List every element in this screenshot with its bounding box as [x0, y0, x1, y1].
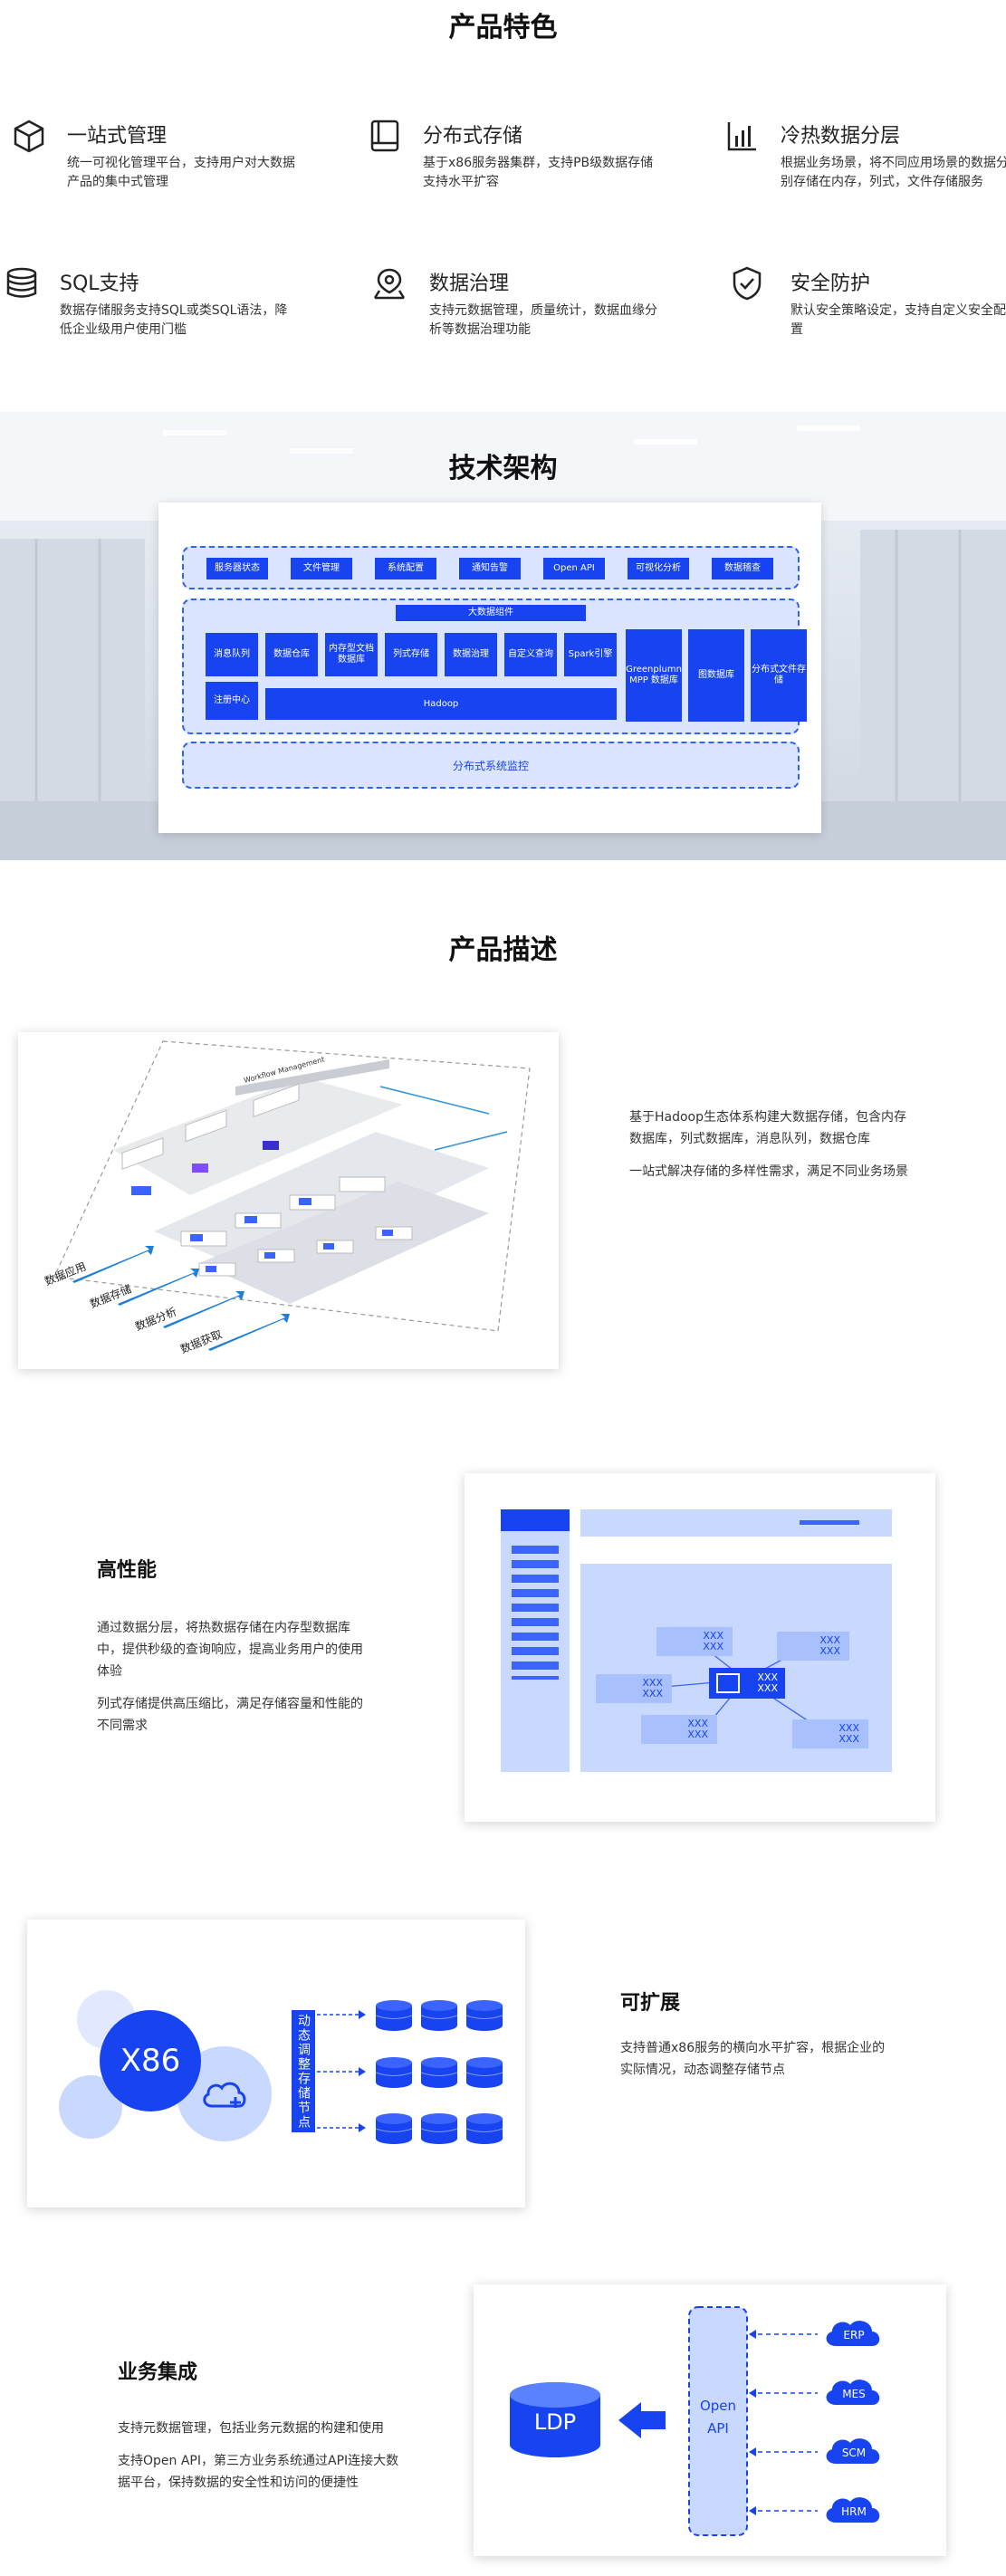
book-icon — [370, 120, 399, 152]
big-data-component-label: 大数据组件 — [396, 605, 586, 621]
features-title: 产品特色 — [448, 12, 558, 43]
integration-diagram-card: LDP Open API ERP MES SCM HRM — [474, 2284, 946, 2556]
open-api-label: Open — [699, 2398, 737, 2414]
server-icon — [716, 1673, 740, 1693]
monitor-layer: 分布式系统监控 — [182, 742, 800, 789]
database-cylinder-icon — [375, 2000, 413, 2031]
description-title: 产品描述 — [448, 934, 558, 966]
arch-block: 可视化分析 — [628, 558, 689, 579]
server-node: XXX XXX — [792, 1719, 868, 1748]
arch-block: 通知告警 — [459, 558, 521, 579]
cloud-label: SCM — [841, 2447, 867, 2459]
integration-title: 业务集成 — [118, 2361, 198, 2384]
feature-title: 分布式存储 — [423, 125, 523, 148]
intro-paragraph-1: 基于Hadoop生态体系构建大数据存储，包含内存数据库，列式数据库，消息队列，数… — [629, 1110, 907, 1146]
database-cylinder-icon — [465, 2113, 503, 2144]
cloud-label: HRM — [841, 2505, 867, 2518]
arch-block: 数据治理 — [445, 633, 497, 676]
feature-title: 一站式管理 — [67, 125, 168, 148]
server-node: XXX XXX — [596, 1674, 672, 1703]
server-node: XXX XXX — [656, 1627, 733, 1656]
arch-block: Greenplumn MPP 数据库 — [626, 629, 682, 722]
feature-desc: 支持元数据管理，质量统计，数据血缘分析等数据治理功能 — [429, 303, 657, 337]
intro-paragraph-2: 一站式解决存储的多样性需求，满足不同业务场景 — [629, 1164, 908, 1179]
arch-block: 内存型文档数据库 — [325, 633, 378, 676]
database-cylinder-icon — [420, 2000, 458, 2031]
feature-title: 数据治理 — [429, 273, 510, 295]
perf-paragraph-2: 列式存储提供高压缩比，满足存储容量和性能的不同需求 — [97, 1697, 363, 1733]
arch-block: 系统配置 — [375, 558, 436, 579]
storage-cluster — [317, 2000, 503, 2144]
cloud-label: ERP — [843, 2329, 865, 2341]
database-cylinder-icon — [465, 2000, 503, 2031]
scale-diagram-card: X86 动态调整存储节点 — [27, 1920, 525, 2207]
cube-icon — [14, 120, 44, 153]
arch-block: Open API — [543, 558, 605, 579]
scale-title: 可扩展 — [620, 1992, 681, 2015]
feature-title: SQL支持 — [60, 273, 139, 295]
perf-paragraph-1: 通过数据分层，将热数据存储在内存型数据库中，提供秒级的查询响应，提高业务用户的使… — [97, 1621, 363, 1679]
central-node: XXX XXX — [709, 1668, 785, 1699]
arch-block: Spark引擎 — [564, 633, 617, 676]
ldp-label: LDP — [533, 2409, 577, 2435]
database-cylinder-icon — [375, 2057, 413, 2088]
perf-title: 高性能 — [97, 1559, 158, 1582]
dynamic-node-label: 动态调整存储节点 — [292, 2010, 315, 2132]
ldp-diagram — [510, 2306, 880, 2536]
feature-desc: 默认安全策略设定，支持自定义安全配置 — [790, 303, 1006, 337]
integration-paragraph-1: 支持元数据管理，包括业务元数据的构建和使用 — [118, 2421, 384, 2436]
arch-block: 消息队列 — [206, 633, 258, 676]
arch-block: 列式存储 — [385, 633, 437, 676]
arch-block: 图数据库 — [688, 629, 744, 722]
server-node: XXX XXX — [777, 1632, 849, 1661]
open-api-label: API — [707, 2420, 729, 2437]
architecture-diagram: 服务器状态 文件管理 系统配置 通知告警 Open API 可视化分析 数据稽查… — [158, 503, 821, 833]
arch-block: 文件管理 — [291, 558, 352, 579]
server-node: XXX XXX — [641, 1715, 717, 1744]
intro-diagram-card: Workflow Management 数据应用 数据存储 数据分析 数据获取 — [18, 1032, 559, 1369]
cloud-label: MES — [842, 2388, 866, 2400]
integration-paragraph-2: 支持Open API，第三方业务系统通过API连接大数据平台，保持数据的安全性和… — [118, 2454, 399, 2490]
arch-block: 注册中心 — [206, 682, 258, 720]
isometric-platform-diagram: Workflow Management — [53, 1040, 531, 1351]
database-icon — [6, 267, 37, 298]
arch-block: 自定义查询 — [504, 633, 557, 676]
feature-desc: 基于x86服务器集群，支持PB级数据存储支持水平扩容 — [423, 156, 654, 189]
arch-block: Hadoop — [265, 688, 617, 720]
database-cylinder-icon — [465, 2057, 503, 2088]
feature-desc: 根据业务场景，将不同应用场景的数据分别存储在内存，列式，文件存储服务 — [781, 156, 1006, 189]
feature-desc: 数据存储服务支持SQL或类SQL语法，降低企业级用户使用门槛 — [60, 303, 288, 337]
perf-diagram-card: XXX XXX XXX XXX XXX XXX XXX XXX XXX XXX … — [465, 1473, 935, 1822]
feature-title: 安全防护 — [790, 273, 871, 295]
database-cylinder-icon — [375, 2113, 413, 2144]
database-cylinder-icon — [420, 2113, 458, 2144]
architecture-title: 技术架构 — [448, 453, 558, 484]
feature-title: 冷热数据分层 — [781, 125, 901, 148]
feature-desc: 统一可视化管理平台，支持用户对大数据产品的集中式管理 — [67, 156, 295, 189]
arch-block: 服务器状态 — [206, 558, 268, 579]
scale-paragraph: 支持普通x86服务的横向水平扩容，根据企业的实际情况，动态调整存储节点 — [620, 2041, 886, 2077]
arch-block: 数据稽查 — [712, 558, 773, 579]
database-cylinder-icon — [420, 2057, 458, 2088]
arch-block: 数据仓库 — [265, 633, 318, 676]
x86-circle: X86 — [100, 2010, 201, 2112]
arch-block: 分布式文件存储 — [751, 629, 807, 722]
map-pin-icon — [373, 268, 406, 300]
shield-check-icon — [733, 266, 762, 301]
cloud-add-icon — [203, 2082, 246, 2108]
bar-chart-icon — [727, 122, 756, 151]
